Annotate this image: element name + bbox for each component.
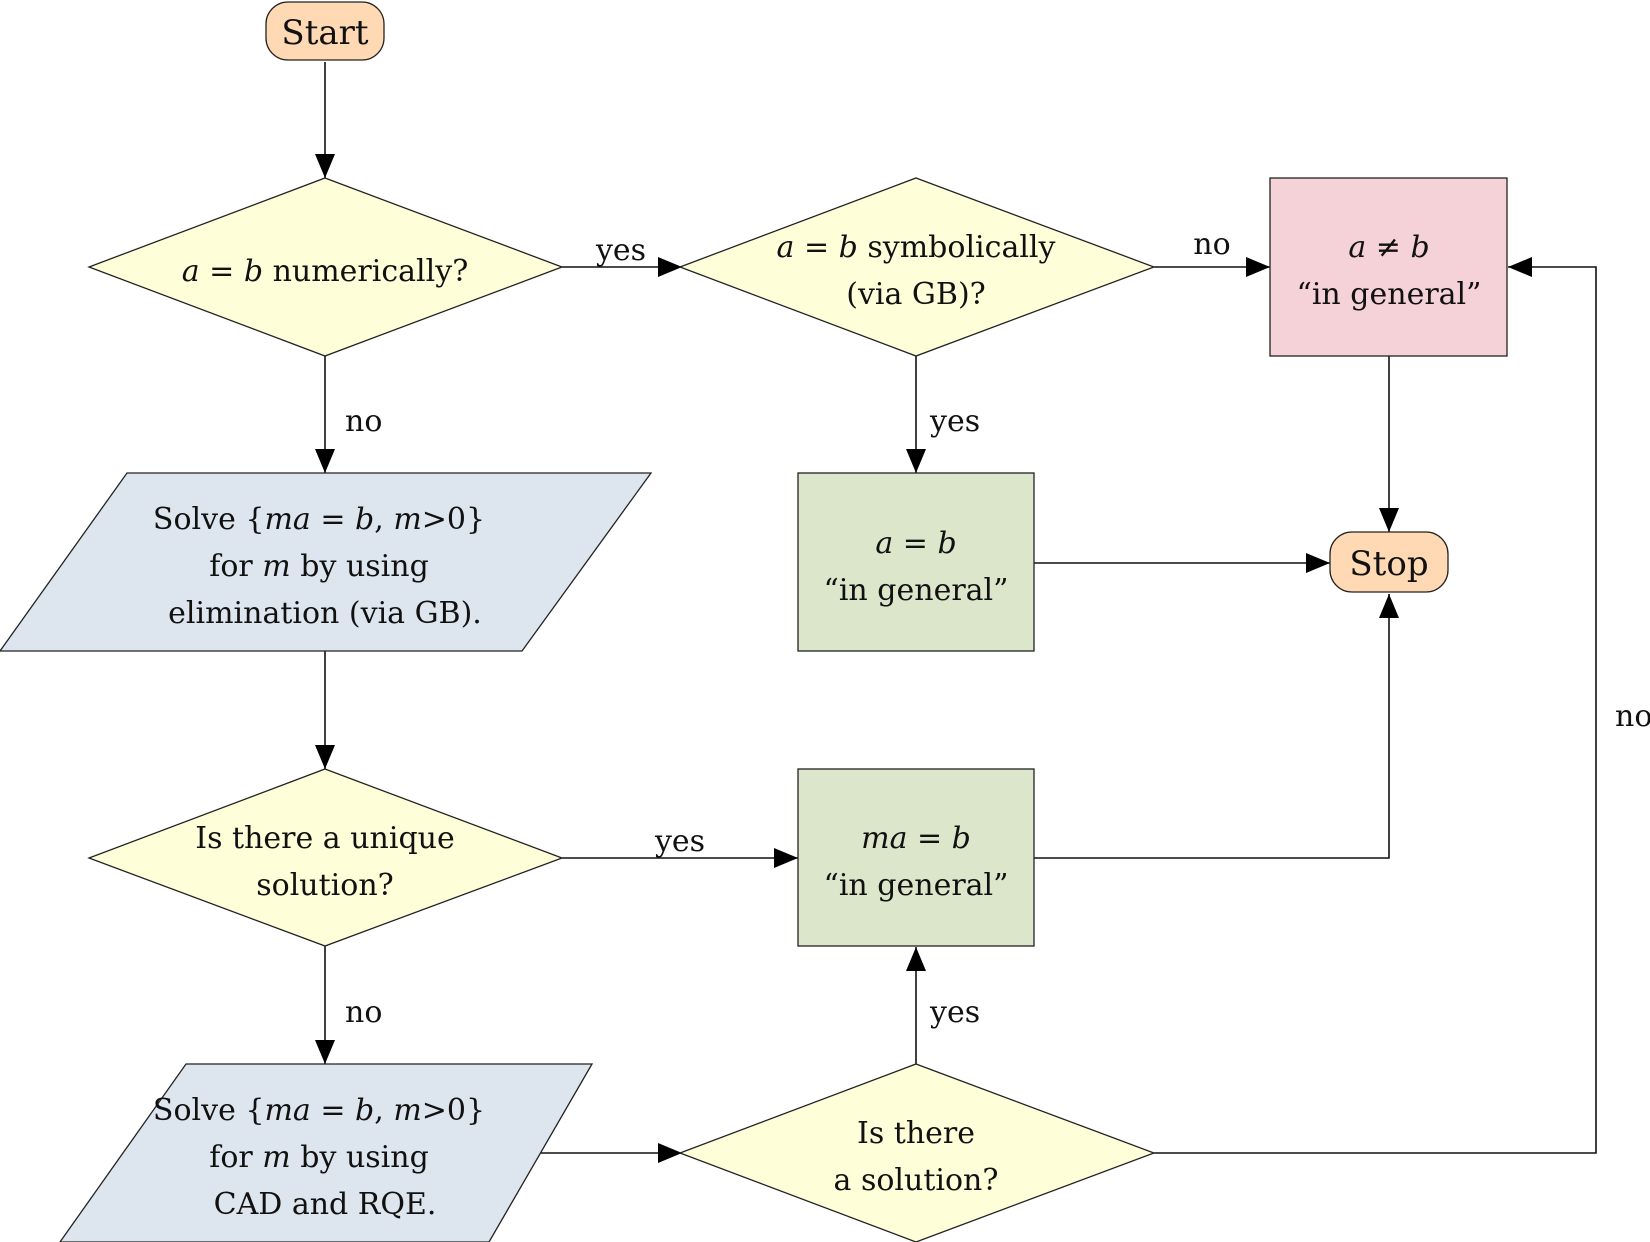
io-solve-cad-line3: CAD and RQE. xyxy=(214,1187,437,1222)
stop-node: Stop xyxy=(1329,531,1449,593)
io-solve-elimination-line2: for m by using xyxy=(209,549,429,584)
edge-label-symbolic-yes: yes xyxy=(929,404,980,439)
io-solve-elimination-shape xyxy=(0,472,653,652)
result-equal-shape xyxy=(797,472,1035,652)
decision-numerically: a = b numerically? xyxy=(87,177,564,357)
result-ma-equals-b: ma = b “in general” xyxy=(797,768,1035,947)
decision-symbolically-line2: (via GB)? xyxy=(846,277,985,312)
stop-terminal-shape xyxy=(1329,531,1449,593)
decision-symbolically-line1: a = b symbolically xyxy=(777,230,1056,265)
decision-solution-exists: Is there a solution? xyxy=(678,1063,1156,1242)
io-solve-elimination-line3: elimination (via GB). xyxy=(168,596,482,631)
result-ma-equals-b-line2: “in general” xyxy=(824,868,1009,903)
result-ma-equals-b-shape xyxy=(797,768,1035,947)
decision-numerically-shape xyxy=(87,177,564,357)
result-equal-line2: “in general” xyxy=(824,573,1009,608)
decision-solution-exists-shape xyxy=(678,1063,1156,1242)
stop-label: Stop xyxy=(1349,544,1428,584)
edge-exists-to-neq xyxy=(1154,257,1597,1154)
edge-labels: yes no no yes yes no yes no xyxy=(345,227,1650,1030)
edge-label-unique-no: no xyxy=(345,995,382,1030)
result-equal: a = b “in general” xyxy=(797,472,1035,652)
start-node: Start xyxy=(265,1,385,61)
io-solve-cad-line2: for m by using xyxy=(209,1140,429,1175)
edge-label-exists-no: no xyxy=(1615,699,1650,734)
decision-unique-line2: solution? xyxy=(256,868,394,903)
io-solve-cad-shape xyxy=(59,1063,594,1242)
result-not-equal-line2: “in general” xyxy=(1297,277,1482,312)
decision-symbolically-shape xyxy=(678,177,1156,357)
edge-mab-to-stop xyxy=(1034,594,1399,859)
edge-label-numeric-yes: yes xyxy=(595,233,646,268)
decision-unique-line1: Is there a unique xyxy=(195,821,454,856)
decision-unique: Is there a unique solution? xyxy=(87,768,564,947)
edge-label-numeric-no: no xyxy=(345,404,382,439)
decision-solution-exists-line2: a solution? xyxy=(834,1163,999,1198)
result-equal-line1: a = b xyxy=(875,526,956,561)
result-not-equal-shape xyxy=(1269,177,1508,357)
result-not-equal: a ≠ b “in general” xyxy=(1269,177,1508,357)
decision-solution-exists-line1: Is there xyxy=(857,1116,975,1151)
io-solve-elimination-line1: Solve {ma = b, m>0} xyxy=(153,502,485,537)
edge-label-unique-yes: yes xyxy=(654,824,705,859)
edges xyxy=(315,62,1597,1163)
io-solve-elimination: Solve {ma = b, m>0} for m by using elimi… xyxy=(0,472,653,652)
result-ma-equals-b-line1: ma = b xyxy=(861,821,971,856)
decision-numerically-label: a = b numerically? xyxy=(182,254,469,289)
edge-label-exists-yes: yes xyxy=(929,995,980,1030)
io-solve-cad: Solve {ma = b, m>0} for m by using CAD a… xyxy=(59,1063,594,1242)
start-label: Start xyxy=(281,13,368,53)
edge-label-symbolic-no: no xyxy=(1193,227,1230,262)
decision-unique-shape xyxy=(87,768,564,947)
decision-symbolically: a = b symbolically (via GB)? xyxy=(678,177,1156,357)
io-solve-cad-line1: Solve {ma = b, m>0} xyxy=(153,1093,485,1128)
start-terminal-shape xyxy=(265,1,385,61)
result-not-equal-line1: a ≠ b xyxy=(1348,230,1429,265)
